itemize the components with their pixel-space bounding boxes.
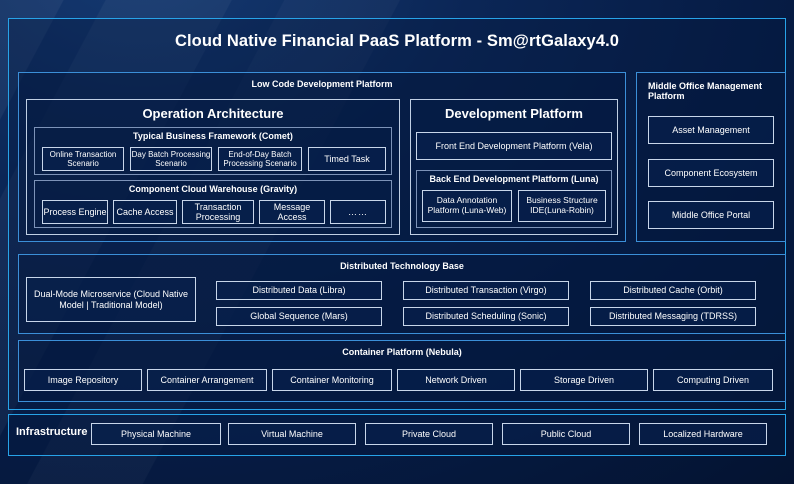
middle-office-management-platform-title: Middle Office Management Platform (648, 81, 763, 101)
chip-computing-driven[interactable]: Computing Driven (653, 369, 773, 391)
chip-message-access[interactable]: Message Access (259, 200, 325, 224)
back-end-development-platform-title: Back End Development Platform (Luna) (429, 174, 599, 184)
chip-distributed-transaction[interactable]: Distributed Transaction (Virgo) (403, 281, 569, 300)
chip-container-arrangement[interactable]: Container Arrangement (147, 369, 267, 391)
chip-distributed-data[interactable]: Distributed Data (Libra) (216, 281, 382, 300)
chip-public-cloud[interactable]: Public Cloud (502, 423, 630, 445)
chip-front-end-development-platform[interactable]: Front End Development Platform (Vela) (416, 132, 612, 160)
low-code-development-platform-title: Low Code Development Platform (251, 79, 393, 89)
chip-asset-management[interactable]: Asset Management (648, 116, 774, 144)
chip-distributed-cache[interactable]: Distributed Cache (Orbit) (590, 281, 756, 300)
operation-architecture-title: Operation Architecture (142, 106, 284, 121)
chip-more-ellipsis[interactable]: …… (330, 200, 386, 224)
chip-distributed-messaging[interactable]: Distributed Messaging (TDRSS) (590, 307, 756, 326)
chip-component-ecosystem[interactable]: Component Ecosystem (648, 159, 774, 187)
typical-business-framework-title: Typical Business Framework (Comet) (133, 131, 293, 141)
chip-storage-driven[interactable]: Storage Driven (520, 369, 648, 391)
chip-virtual-machine[interactable]: Virtual Machine (228, 423, 356, 445)
chip-cache-access[interactable]: Cache Access (113, 200, 177, 224)
chip-private-cloud[interactable]: Private Cloud (365, 423, 493, 445)
infrastructure-label: Infrastructure (16, 426, 88, 438)
chip-distributed-scheduling[interactable]: Distributed Scheduling (Sonic) (403, 307, 569, 326)
chip-transaction-processing[interactable]: Transaction Processing (182, 200, 254, 224)
chip-image-repository[interactable]: Image Repository (24, 369, 142, 391)
chip-day-batch-processing-scenario[interactable]: Day Batch Processing Scenario (130, 147, 212, 171)
chip-network-driven[interactable]: Network Driven (397, 369, 515, 391)
chip-middle-office-portal[interactable]: Middle Office Portal (648, 201, 774, 229)
chip-timed-task[interactable]: Timed Task (308, 147, 386, 171)
page-title: Cloud Native Financial PaaS Platform - S… (174, 32, 620, 50)
chip-online-transaction-scenario[interactable]: Online Transaction Scenario (42, 147, 124, 171)
chip-end-of-day-batch-processing-scenario[interactable]: End-of-Day Batch Processing Scenario (218, 147, 302, 171)
chip-localized-hardware[interactable]: Localized Hardware (639, 423, 767, 445)
distributed-technology-base-title: Distributed Technology Base (340, 261, 464, 271)
chip-container-monitoring[interactable]: Container Monitoring (272, 369, 392, 391)
chip-process-engine[interactable]: Process Engine (42, 200, 108, 224)
chip-data-annotation-platform[interactable]: Data Annotation Platform (Luna-Web) (422, 190, 512, 222)
container-platform-title: Container Platform (Nebula) (342, 347, 462, 357)
chip-physical-machine[interactable]: Physical Machine (91, 423, 221, 445)
development-platform-title: Development Platform (445, 106, 583, 121)
chip-global-sequence[interactable]: Global Sequence (Mars) (216, 307, 382, 326)
component-cloud-warehouse-title: Component Cloud Warehouse (Gravity) (128, 184, 298, 194)
chip-dual-mode-microservice[interactable]: Dual-Mode Microservice (Cloud Native Mod… (26, 277, 196, 322)
chip-business-structure-ide[interactable]: Business Structure IDE(Luna-Robin) (518, 190, 606, 222)
